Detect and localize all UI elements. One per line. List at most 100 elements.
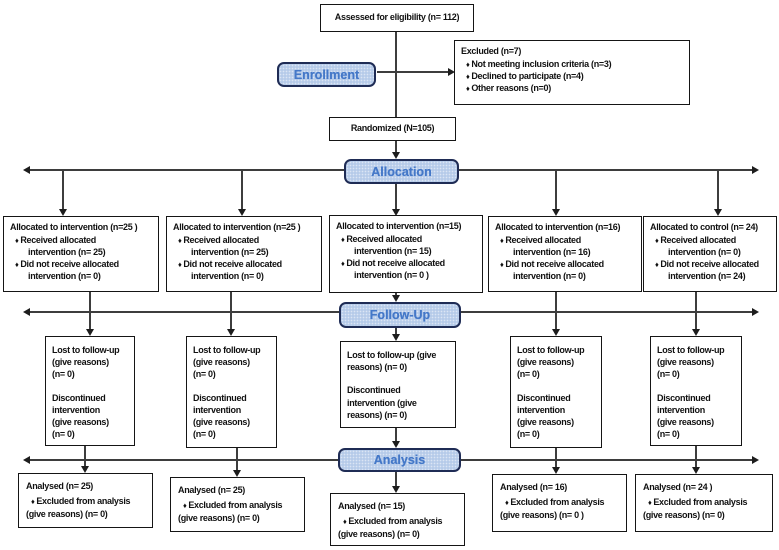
stage-followup: Follow-Up [339, 302, 461, 328]
allocation-item: Did not receive allocated [10, 259, 152, 271]
analysis-title: Analysed (n= 24 ) [643, 482, 713, 492]
analysis-item: Excluded from analysis [500, 496, 619, 510]
followup-box-1: Lost to follow-up (give reasons) (n= 0) … [45, 336, 135, 446]
allocation-item: Received allocated [10, 235, 152, 247]
stage-enrollment: Enrollment [277, 62, 376, 87]
arrow-left-icon [23, 308, 30, 316]
followup-line: (give reasons) [517, 417, 574, 428]
randomized-text: Randomized (N=105) [350, 123, 435, 134]
allocation-item-cont: intervention (n= 25) [191, 246, 269, 257]
allocation-box-5: Allocated to control (n= 24) Received al… [643, 216, 777, 292]
allocation-item: Received allocated [495, 235, 635, 247]
connector [62, 171, 64, 209]
allocation-box-3: Allocated to intervention (n=15) Receive… [329, 215, 483, 293]
followup-line: intervention [193, 404, 241, 415]
arrow-down-icon [692, 329, 700, 336]
arrow-down-icon [86, 329, 94, 336]
arrow-down-icon [714, 209, 722, 216]
stage-allocation: Allocation [344, 159, 459, 184]
analysis-box-1: Analysed (n= 25) Excluded from analysis … [18, 473, 153, 528]
arrow-down-icon [392, 295, 400, 302]
analysis-title: Analysed (n= 16) [500, 482, 567, 492]
stage-analysis: Analysis [338, 448, 461, 472]
followup-line: (n= 0) [193, 429, 216, 440]
followup-line: (give reasons) [657, 417, 714, 428]
excluded-item: Not meeting inclusion criteria (n=3) [461, 59, 683, 71]
allocation-item-cont: intervention (n= 24) [668, 270, 746, 281]
analysis-box-2: Analysed (n= 25) Excluded from analysis … [170, 477, 305, 532]
stage-followup-label: Follow-Up [369, 308, 431, 322]
followup-line: (n= 0) [52, 429, 75, 440]
followup-line: Discontinued [517, 392, 571, 403]
followup-line: (n= 0) [193, 369, 216, 380]
analysis-box-5: Analysed (n= 24 ) Excluded from analysis… [635, 474, 773, 532]
connector [395, 293, 397, 295]
connector [555, 292, 557, 329]
connector [89, 292, 91, 329]
allocation-item-cont: intervention (n= 25) [28, 246, 106, 257]
arrow-right-icon [448, 68, 455, 76]
arrow-down-icon [392, 486, 400, 493]
followup-line: (n= 0) [657, 369, 680, 380]
connector [236, 448, 238, 470]
stage-analysis-label: Analysis [373, 453, 426, 467]
connector [395, 184, 397, 209]
excluded-title: Excluded (n=7) [461, 46, 522, 56]
arrow-down-icon [233, 470, 241, 477]
allocation-item-cont: intervention (n= 16) [513, 246, 591, 257]
followup-line: (give reasons) [52, 357, 109, 368]
arrow-down-icon [392, 334, 400, 341]
arrow-left-icon [23, 166, 30, 174]
analysis-box-4: Analysed (n= 16) Excluded from analysis … [492, 474, 627, 532]
followup-box-3: Lost to follow-up (give reasons) (n= 0) … [340, 341, 456, 428]
followup-line: intervention [52, 404, 100, 415]
followup-line: (give reasons) [657, 357, 714, 368]
arrow-right-icon [752, 456, 759, 464]
followup-box-5: Lost to follow-up (give reasons) (n= 0) … [650, 336, 742, 446]
followup-line: (give reasons) [193, 417, 250, 428]
connector [395, 328, 397, 334]
analysis-item-cont: (give reasons) (n= 0) [178, 513, 260, 523]
allocation-item: Received allocated [336, 234, 476, 246]
connector [695, 292, 697, 329]
allocation-title: Allocated to intervention (n=25 ) [173, 222, 301, 232]
followup-line: Lost to follow-up [52, 345, 120, 355]
followup-line: reasons) (n= 0) [347, 362, 407, 373]
allocation-item-cont: intervention (n= 0 ) [354, 269, 429, 280]
analysis-item-cont: (give reasons) (n= 0 ) [500, 510, 584, 520]
followup-line: (n= 0) [52, 369, 75, 380]
analysis-item-cont: (give reasons) (n= 0) [338, 529, 420, 539]
followup-line: Lost to follow-up [657, 345, 725, 355]
connector [230, 292, 232, 329]
followup-line: Lost to follow-up (give [347, 350, 437, 360]
allocation-item: Did not receive allocated [336, 258, 476, 270]
arrow-down-icon [552, 209, 560, 216]
connector [395, 472, 397, 486]
arrow-right-icon [752, 166, 759, 174]
connector [395, 428, 397, 441]
allocation-box-4: Allocated to intervention (n=16) Receive… [488, 216, 642, 292]
followup-line: (give reasons) [52, 417, 109, 428]
connector [241, 171, 243, 209]
connector [555, 448, 557, 467]
allocation-title: Allocated to intervention (n=25 ) [10, 222, 138, 232]
followup-line: reasons) (n= 0) [347, 409, 407, 420]
arrow-down-icon [59, 209, 67, 216]
followup-line: intervention [657, 404, 705, 415]
arrow-down-icon [552, 329, 560, 336]
allocation-item: Did not receive allocated [495, 259, 635, 271]
allocation-item: Did not receive allocated [173, 259, 315, 271]
line-to-excluded [377, 71, 449, 73]
line-randomized-to-allocation [395, 141, 397, 152]
arrow-down-icon [392, 441, 400, 448]
followup-line: (n= 0) [517, 429, 540, 440]
allocation-item-cont: intervention (n= 0) [668, 246, 741, 257]
allocation-item: Received allocated [173, 235, 315, 247]
eligibility-text: Assessed for eligibility (n= 112) [334, 12, 460, 23]
excluded-box: Excluded (n=7) Not meeting inclusion cri… [454, 40, 690, 105]
followup-line: Discontinued [52, 392, 106, 403]
analysis-title: Analysed (n= 25) [178, 485, 245, 495]
analysis-item: Excluded from analysis [643, 496, 765, 510]
arrow-left-icon [23, 456, 30, 464]
allocation-box-1: Allocated to intervention (n=25 ) Receiv… [3, 216, 159, 292]
